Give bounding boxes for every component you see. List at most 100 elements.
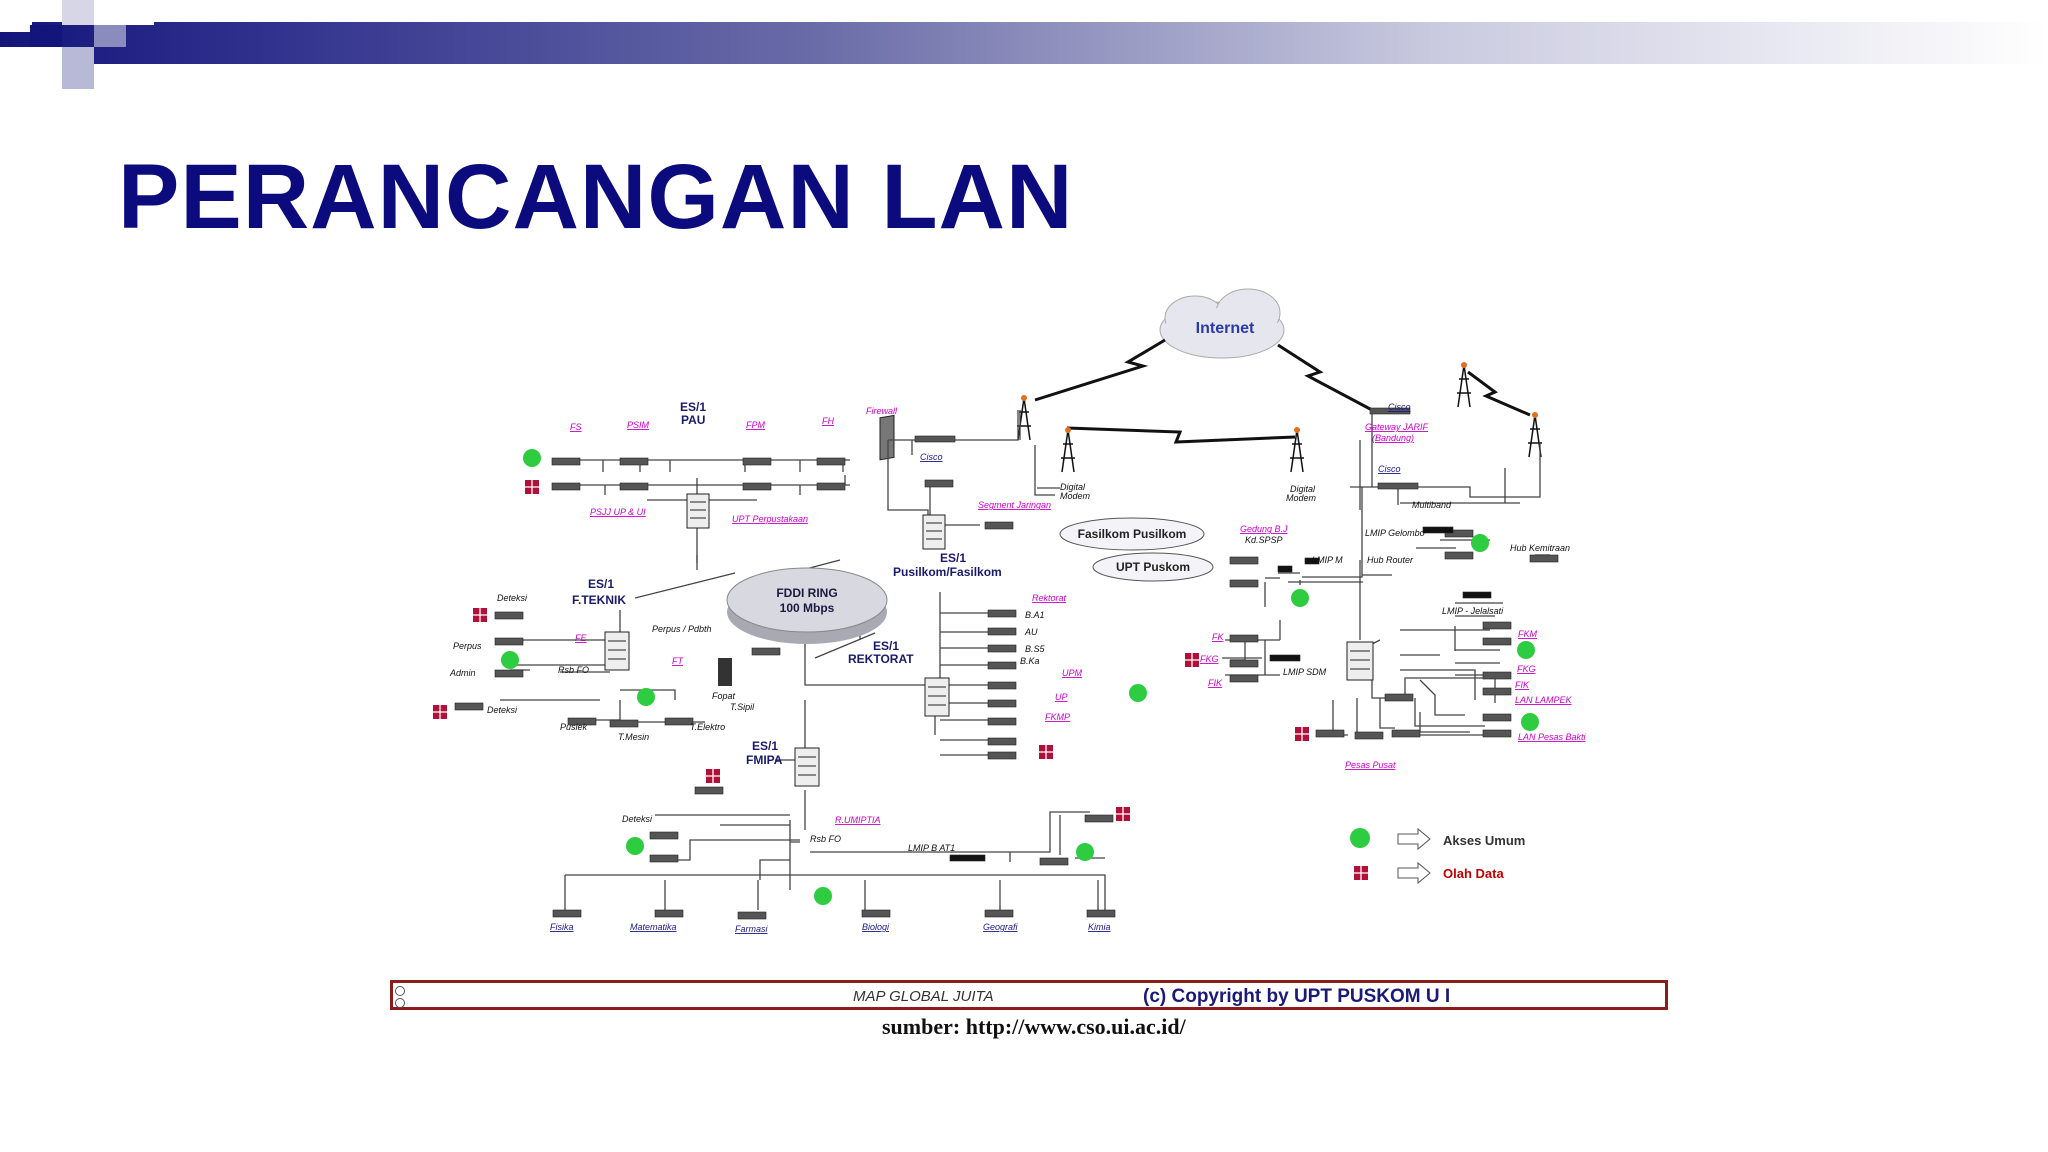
right-label-7: LMIP - Jelalsati [1442,606,1504,616]
logo-square-2 [30,25,62,47]
data-nodes [433,480,1368,880]
rektorat-label-8: FKMP [1045,712,1070,722]
hub-pau-line1: ES/1 [680,400,706,414]
hub-rektorat-line1: ES/1 [873,639,899,653]
fmipa-label-3: R.UMIPTIA [835,815,881,825]
header-gradient-bar [0,22,2048,64]
right-label-4: LMIP Gelombo [1365,528,1425,538]
cisco-right-label: Cisco [1388,402,1411,412]
modem-right-line2: Modem [1286,493,1317,503]
fasilkom-cloud-label: Fasilkom Pusilkom [1078,527,1187,541]
right-label-17: Pesas Pusat [1345,760,1396,770]
pau-label-5: PSJJ UP & UI [590,507,646,517]
hub-pau-line2: PAU [681,413,705,427]
right-label-16: LAN Pesas Bakti [1518,732,1587,742]
fmipa-label-10: Kimia [1088,922,1111,932]
footer-banner: MAP GLOBAL JUITA (c) Copyright by UPT PU… [390,980,1668,1010]
fddi-ring-line2: 100 Mbps [780,601,835,615]
pau-label-6: UPT Perpustakaan [732,514,808,524]
teknik-label-1: Deteksi [497,593,528,603]
hub-right [1346,641,1374,681]
segment-label: Segment Jaringan [978,500,1051,510]
teknik-label-6: FT [672,656,684,666]
upt-cloud: UPT Puskom [1092,552,1214,582]
pau-label-2: PSIM [627,420,650,430]
radio-tower-2 [1061,427,1075,473]
wireless-link-mid [1066,426,1296,444]
teknik-label-2: Perpus [453,641,482,651]
hub-rektorat-line2: REKTORAT [848,652,914,666]
internet-label: Internet [1196,320,1255,337]
logo-square-1 [0,0,32,32]
hub-pusilkom [922,514,946,550]
switches [454,407,1559,920]
radio-tower-3 [1290,427,1304,473]
teknik-label-5: FE [575,633,587,643]
hub-fmipa-line2: FMIPA [746,753,783,767]
fmipa-label-2: Rsb FO [810,834,841,844]
modem-left-line1: Digital [1060,482,1086,492]
teknik-label-3: Admin [449,668,476,678]
fmipa-label-1: Deteksi [622,814,653,824]
fmipa-label-5: Fisika [550,922,574,932]
teknik-label-8: Perpus / Pdbth [652,624,712,634]
logo-square-6 [62,47,94,89]
legend-arrow-1 [1397,827,1431,851]
right-label-5: Hub Router [1367,555,1414,565]
wireless-link-right [1277,343,1373,412]
rektorat-label-6: UPM [1062,668,1083,678]
pau-label-4: FH [822,416,834,426]
internet-cloud: Internet [1159,288,1285,359]
logo-square-7 [0,47,62,89]
right-label-12: FKM [1518,629,1538,639]
right-label-18: Multiband [1412,500,1452,510]
fasilkom-cloud: Fasilkom Pusilkom [1059,517,1205,551]
logo-square-3 [62,0,94,25]
gateway-line1: Gateway JARIF [1365,422,1429,432]
radio-tower-5 [1528,412,1542,458]
fmipa-label-7: Farmasi [735,924,769,934]
access-nodes [501,449,1539,905]
hub-pau [686,493,710,529]
right-label-3: LMIP M [1312,555,1343,565]
cisco-top-label: Cisco [920,452,943,462]
rektorat-label-4: B.S5 [1025,644,1046,654]
modem-left-line2: Modem [1060,491,1091,501]
hub-fmipa-line1: ES/1 [752,739,778,753]
rektorat-label-2: B.A1 [1025,610,1045,620]
radio-tower-4 [1457,362,1471,408]
fmipa-label-8: Biologi [862,922,890,932]
hub-rektorat [924,677,950,717]
footer-circle-bottom [395,998,405,1008]
rektorat-label-3: AU [1024,627,1038,637]
upt-cloud-label: UPT Puskom [1116,560,1190,574]
fmipa-label-4: LMIP B AT1 [908,843,955,853]
right-label-11: LMIP SDM [1283,667,1327,677]
hub-fmipa [794,747,820,787]
right-label-6: Hub Kemitraan [1510,543,1570,553]
firewall-label: Firewall [866,406,898,416]
slide-title: PERANCANGAN LAN [118,146,1074,248]
right-label-13: FKG [1517,664,1536,674]
source-citation: sumber: http://www.cso.ui.ac.id/ [882,1014,1186,1039]
right-label-1: Gedung B.J [1240,524,1288,534]
legend-arrow-2 [1397,861,1431,885]
teknik-label-4: Deteksi [487,705,518,715]
fmipa-label-6: Matematika [630,922,677,932]
right-label-10: FIK [1208,678,1223,688]
server-tower [718,658,732,686]
hub-pusilkom-line2: Pusilkom/Fasilkom [893,565,1002,579]
footer-copyright: (c) Copyright by UPT PUSKOM U I [1143,986,1451,1007]
legend-data-label: Olah Data [1443,866,1504,881]
cisco-mid-label: Cisco [1378,464,1401,474]
rektorat-label-7: UP [1055,692,1068,702]
right-label-15: LAN LAMPEK [1515,695,1573,705]
logo-square-5 [94,25,126,47]
teknik-label-13: T.Sipil [730,702,755,712]
pau-label-3: FPM [746,420,766,430]
gateway-line2: (Bandung) [1372,433,1414,443]
hub-fteknik-line1: ES/1 [588,577,614,591]
legend-access-node [1350,828,1370,848]
radio-tower-1 [1017,395,1031,441]
